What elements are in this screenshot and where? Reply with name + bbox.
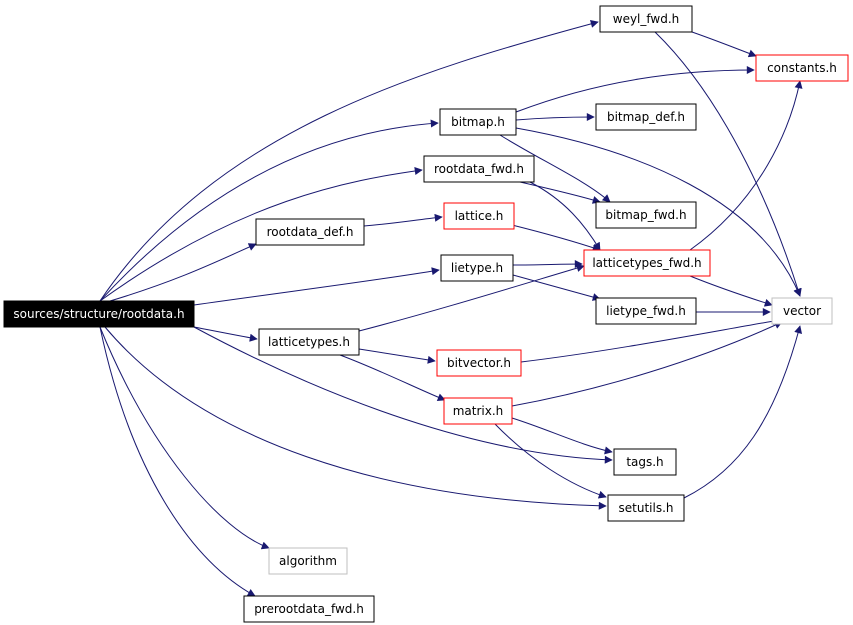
node-weyl-fwd[interactable]: weyl_fwd.h — [599, 5, 693, 33]
node-bitvector[interactable]: bitvector.h — [436, 349, 522, 377]
node-box — [613, 448, 677, 476]
edge-latticetypes-to-bitvector — [358, 348, 436, 364]
node-box — [3, 300, 195, 328]
edge-root-to-setutils — [104, 326, 607, 510]
node-rootdata-fwd[interactable]: rootdata_fwd.h — [423, 155, 535, 183]
node-box — [255, 218, 365, 246]
node-matrix[interactable]: matrix.h — [443, 397, 513, 425]
node-label: rootdata_def.h — [267, 225, 354, 239]
node-rootdata-def[interactable]: rootdata_def.h — [255, 218, 365, 246]
node-box — [595, 103, 697, 131]
node-label: constants.h — [767, 61, 837, 75]
edge-root-to-lietype — [193, 267, 440, 306]
node-label: weyl_fwd.h — [613, 12, 680, 26]
node-label: bitvector.h — [447, 356, 511, 370]
node-label: lattice.h — [455, 209, 504, 223]
node-latticetypes-fwd[interactable]: latticetypes_fwd.h — [583, 249, 711, 277]
edge-root-to-weyl-fwd — [99, 20, 599, 302]
node-lattice[interactable]: lattice.h — [443, 202, 515, 230]
edge-weyl-fwd-to-constants — [691, 31, 757, 58]
edge-latticetypes-fwd-to-constants — [689, 80, 803, 251]
edge-matrix-to-vector — [511, 321, 783, 407]
edge-rootdata-fwd-to-bitmap-fwd — [519, 181, 601, 204]
edge-matrix-to-tags — [511, 417, 613, 455]
edge-rootdata-def-to-lattice — [363, 213, 443, 227]
node-label: latticetypes_fwd.h — [592, 256, 701, 270]
node-lietype-fwd[interactable]: lietype_fwd.h — [595, 297, 697, 325]
node-label: prerootdata_fwd.h — [254, 602, 364, 616]
edge-latticetypes-to-latticetypes-fwd — [358, 264, 585, 332]
node-box — [439, 108, 517, 136]
edge-lietype-to-lietype-fwd — [512, 274, 601, 301]
node-tags[interactable]: tags.h — [613, 448, 677, 476]
edge-root-to-rootdata-fwd — [99, 167, 423, 302]
node-label: lietype_fwd.h — [606, 304, 686, 318]
node-lietype[interactable]: lietype.h — [440, 254, 514, 282]
node-box — [595, 297, 697, 325]
node-setutils[interactable]: setutils.h — [607, 494, 685, 522]
node-box — [595, 201, 697, 229]
edge-bitmap-to-constants — [515, 66, 755, 113]
edge-root-to-algorithm — [99, 326, 270, 550]
node-box — [423, 155, 535, 183]
node-label: setutils.h — [619, 501, 674, 515]
node-box — [268, 547, 348, 575]
edge-bitmap-to-vector — [515, 127, 801, 297]
edge-bitmap-to-bitmap-fwd — [499, 134, 611, 203]
edge-root-to-prerootdata-fwd — [99, 326, 256, 597]
node-box — [443, 397, 513, 425]
node-box — [443, 202, 515, 230]
node-constants[interactable]: constants.h — [755, 54, 849, 82]
edge-weyl-fwd-to-vector — [654, 31, 802, 297]
edge-lietype-to-latticetypes-fwd — [512, 260, 583, 269]
edge-latticetypes-fwd-to-vector — [689, 275, 773, 307]
node-box — [583, 249, 711, 277]
node-layer: sources/structure/rootdata.h weyl_fwd.hco… — [3, 5, 849, 623]
node-box — [755, 54, 849, 82]
node-label: tags.h — [626, 455, 663, 469]
edge-matrix-to-setutils — [494, 423, 607, 499]
edge-layer — [99, 20, 803, 597]
node-label: vector — [783, 304, 821, 318]
edge-root-to-bitmap — [99, 119, 439, 302]
node-label: sources/structure/rootdata.h — [13, 307, 184, 321]
node-box — [440, 254, 514, 282]
node-label: lietype.h — [451, 261, 503, 275]
node-bitmap[interactable]: bitmap.h — [439, 108, 517, 136]
edge-root-to-rootdata-def — [109, 243, 257, 302]
edge-setutils-to-vector — [683, 325, 803, 499]
edge-bitmap-to-bitmap-def — [515, 113, 595, 122]
node-vector: vector — [771, 297, 833, 325]
node-algorithm: algorithm — [268, 547, 348, 575]
edge-lattice-to-latticetypes-fwd — [511, 224, 601, 252]
node-prerootdata-fwd[interactable]: prerootdata_fwd.h — [243, 595, 375, 623]
edge-root-to-latticetypes — [193, 326, 258, 342]
edge-latticetypes-to-matrix — [339, 354, 446, 402]
node-label: rootdata_fwd.h — [434, 162, 524, 176]
edge-bitvector-to-vector — [520, 317, 781, 363]
edge-root-to-tags — [193, 326, 613, 464]
node-bitmap-fwd[interactable]: bitmap_fwd.h — [595, 201, 697, 229]
node-box — [258, 328, 360, 356]
node-label: bitmap_fwd.h — [605, 208, 686, 222]
node-box — [771, 297, 833, 325]
node-label: bitmap_def.h — [607, 110, 685, 124]
node-label: matrix.h — [453, 404, 504, 418]
node-box — [436, 349, 522, 377]
node-box — [243, 595, 375, 623]
node-bitmap-def[interactable]: bitmap_def.h — [595, 103, 697, 131]
edge-rootdata-fwd-to-latticetypes-fwd — [529, 181, 601, 251]
node-label: bitmap.h — [451, 115, 505, 129]
node-label: algorithm — [279, 554, 337, 568]
node-latticetypes[interactable]: latticetypes.h — [258, 328, 360, 356]
node-label: latticetypes.h — [268, 335, 350, 349]
node-box — [607, 494, 685, 522]
node-box — [599, 5, 693, 33]
node-root[interactable]: sources/structure/rootdata.h — [3, 300, 195, 328]
